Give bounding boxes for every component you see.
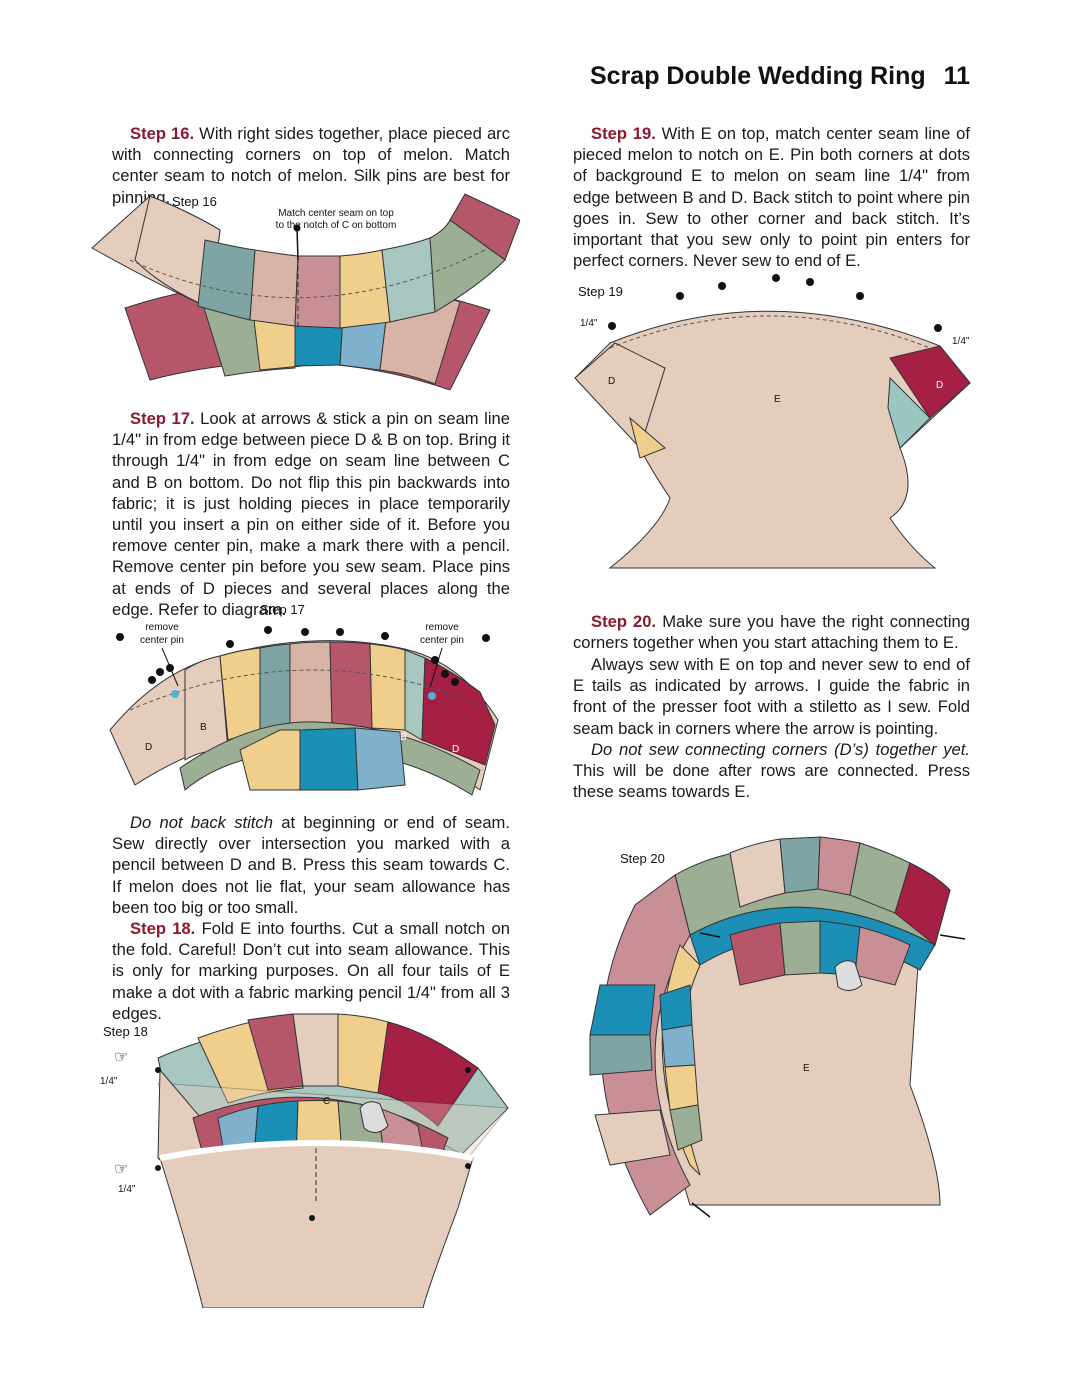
page-title: Scrap Double Wedding Ring [590, 62, 926, 90]
fig18-quarter-top: 1/4" [100, 1076, 118, 1087]
step-17-figure: Step 17 remove center pin remove center … [109, 602, 499, 796]
fig17-label-d-right: D [452, 744, 459, 755]
step-18-label: Step 18. [130, 919, 196, 938]
back-stitch-italic: Do not back stitch [130, 813, 273, 832]
step-20-paragraph: Step 20. Make sure you have the right co… [573, 611, 970, 653]
fig19-label-e: E [774, 394, 781, 405]
step-18-paragraph: Step 18. Fold E into fourths. Cut a smal… [112, 918, 510, 1024]
step-20-italic: Do not sew connecting corners (D’s) toge… [591, 740, 970, 759]
step-19-label: Step 19. [591, 124, 656, 143]
presser-foot-icon-20 [834, 960, 863, 991]
step-16-text: With right sides together, place pieced … [112, 124, 511, 207]
step-18-figure: Step 18 ☞ 1/4" ☞ 1/4" C [100, 1013, 509, 1308]
step-16-note-line1: Match center seam on top [278, 208, 394, 219]
step-17-text: Look at arrows & stick a pin on seam lin… [112, 409, 510, 619]
fig18-label-c: C [323, 1096, 330, 1107]
fig17-label-d-left: D [145, 742, 152, 753]
pointing-hand-icon: ☞ [114, 1049, 128, 1066]
page-number: 11 [943, 62, 970, 90]
after-step-17-text: at beginning or end of seam. Sew directl… [112, 813, 510, 917]
step-19-caption: Step 19 [578, 284, 623, 299]
step-20-paragraph-3: Do not sew connecting corners (D’s) toge… [573, 739, 970, 803]
step-19-figure: Step 19 1/4" 1/4" D D E [574, 274, 971, 569]
step-17-paragraph: Step 17. Look at arrows & stick a pin on… [112, 408, 510, 620]
fig19-quarter-right: 1/4" [952, 336, 970, 347]
step-20-paragraph-2: Always sew with E on top and never sew t… [573, 655, 970, 738]
step-20-caption: Step 20 [620, 851, 665, 866]
fig17-label-b-right: B [400, 732, 407, 743]
step-19-text: With E on top, match center seam line of… [573, 124, 971, 271]
step-20-text: Make sure you have the right connecting … [573, 612, 970, 653]
pointing-hand-icon-2: ☞ [114, 1161, 128, 1178]
step-16-label: Step 16. [130, 124, 195, 143]
remove-pin-left-line1: remove [145, 622, 179, 633]
page-header: Scrap Double Wedding Ring 11 [560, 62, 970, 98]
remove-pin-right-line1: remove [425, 622, 459, 633]
remove-pin-right-line2: center pin [420, 635, 464, 646]
step-16-caption: Step 16 [172, 194, 217, 209]
after-step-17-paragraph: Do not back stitch at beginning or end o… [112, 812, 510, 918]
step-20-figure: Step 20 E [589, 836, 966, 1218]
step-16-figure: Step 16 Match center seam on top to the … [91, 193, 520, 390]
step-20-label: Step 20. [591, 612, 657, 631]
fig19-label-d-right: D [936, 380, 943, 391]
step-18-caption: Step 18 [103, 1024, 148, 1039]
step-16-paragraph: Step 16. With right sides together, plac… [112, 123, 510, 208]
fig18-quarter-bottom: 1/4" [118, 1184, 136, 1195]
step-18-text: Fold E into fourths. Cut a small notch o… [112, 919, 510, 1023]
step-19-paragraph: Step 19. With E on top, match center sea… [573, 123, 970, 271]
step-17-label: Step 17. [130, 409, 195, 428]
fig17-label-b-left: B [200, 722, 207, 733]
remove-pin-left-line2: center pin [140, 635, 184, 646]
pieced-arc [91, 193, 520, 329]
fig20-label-e: E [803, 1063, 810, 1074]
fig19-label-d-left: D [608, 376, 615, 387]
presser-foot-icon [359, 1101, 389, 1133]
fig19-quarter-left: 1/4" [580, 318, 598, 329]
step-20-rest: This will be done after rows are connect… [573, 761, 970, 802]
step-16-note-line2: to the notch of C on bottom [276, 220, 397, 231]
step-17-caption: Step 17 [260, 602, 305, 617]
